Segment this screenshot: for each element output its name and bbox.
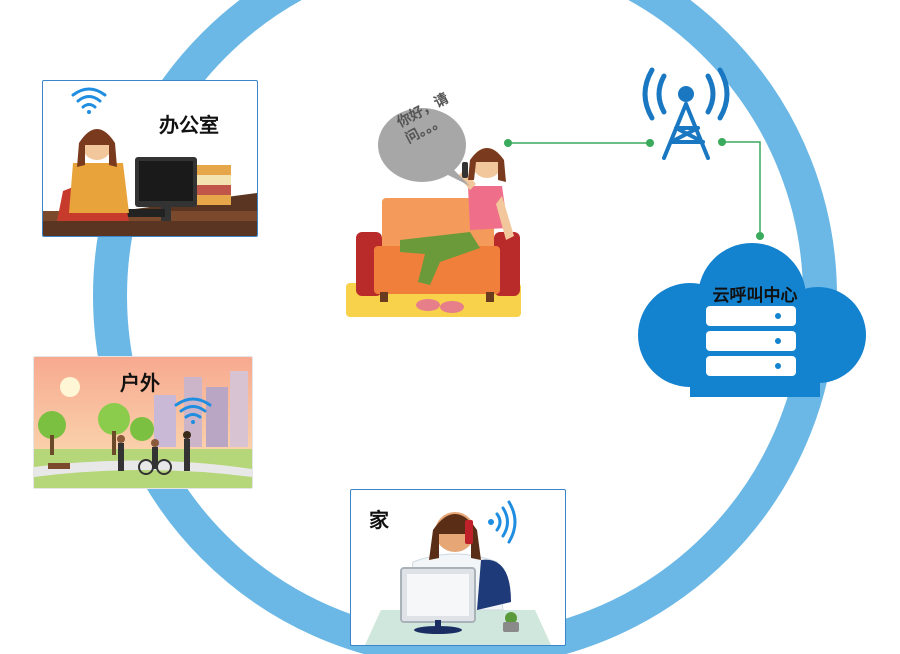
home-illustration [365,500,551,645]
cell-tower-icon [642,67,730,160]
sofa-scene [346,108,521,317]
home-card: 家 [350,489,566,646]
outdoor-illustration [34,357,252,488]
wifi-icon [71,87,107,114]
office-illustration [43,87,257,236]
home-label: 家 [369,508,389,532]
wifi-icon [488,500,517,544]
connector-lines [504,138,764,240]
wifi-icon [174,397,212,424]
outdoor-card: 户外 [33,356,253,489]
office-card: 办公室 [42,80,258,237]
office-label: 办公室 [159,113,219,137]
server-cloud-icon [638,243,866,397]
cloud-center-label: 云呼叫中心 [712,286,798,306]
outdoor-label: 户外 [120,371,160,395]
